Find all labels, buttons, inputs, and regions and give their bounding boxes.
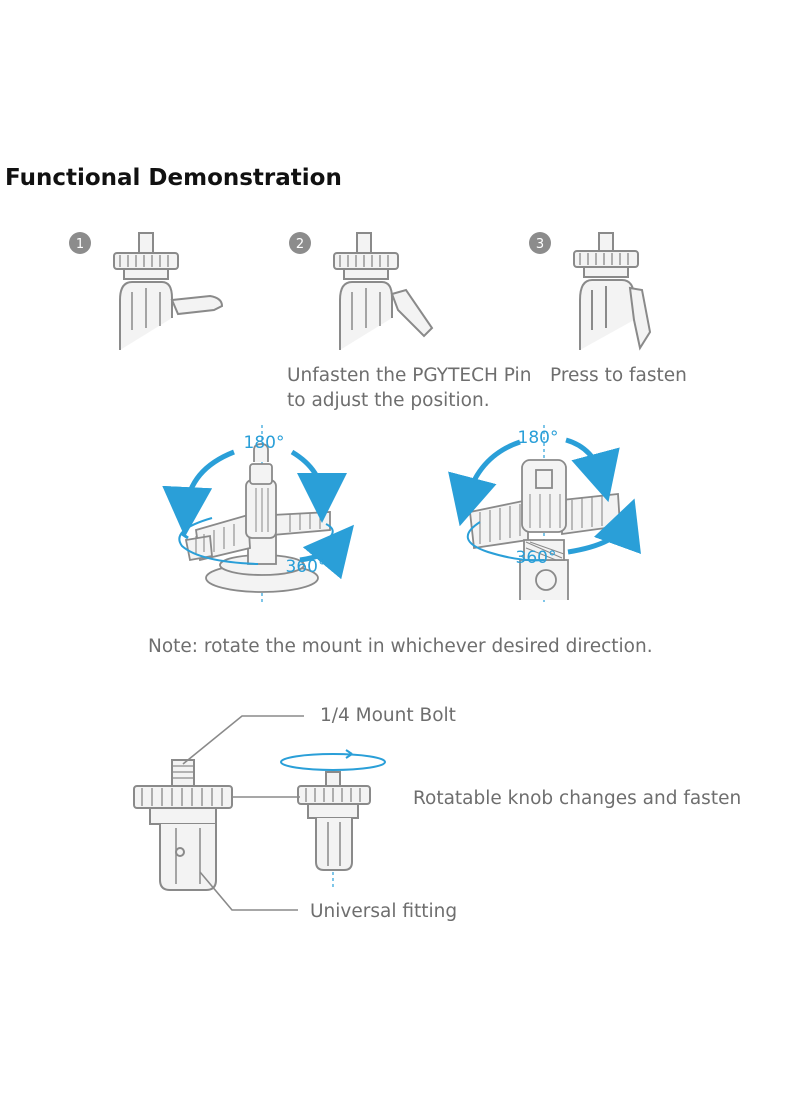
- left-angle-360-label: 360°: [286, 557, 327, 577]
- step2-mount-illustration: [333, 232, 434, 350]
- rotation-right-illustration: 180° 360°: [448, 425, 641, 605]
- step-number-3: 3: [536, 237, 544, 252]
- step3-caption: Press to fasten: [550, 363, 687, 388]
- step-badge-3: 3: [529, 232, 551, 254]
- step2-caption-line1: Unfasten the PGYTECH Pin: [287, 365, 532, 386]
- step1-mount-illustration: [113, 232, 224, 350]
- step-number-1: 1: [76, 237, 84, 252]
- label-rotatable-knob: Rotatable knob changes and fasten: [413, 788, 742, 809]
- step2-caption-line2: to adjust the position.: [287, 390, 490, 411]
- step2-caption: Unfasten the PGYTECH Pin to adjust the p…: [287, 363, 531, 413]
- step-badge-2: 2: [289, 232, 311, 254]
- page-title: Functional Demonstration: [5, 165, 342, 191]
- mount-bolt-large-illustration: [133, 759, 233, 891]
- step3-caption-line1: Press to fasten: [550, 365, 687, 386]
- rotation-note: Note: rotate the mount in whichever desi…: [148, 636, 653, 657]
- step-badge-1: 1: [69, 232, 91, 254]
- right-angle-180-label: 180°: [518, 428, 559, 448]
- rotation-left-illustration: 180° 360°: [162, 425, 355, 605]
- step3-mount-illustration: [573, 232, 652, 351]
- leader-bolt: [182, 715, 304, 765]
- label-universal-fitting: Universal fitting: [310, 901, 458, 922]
- right-angle-360-label: 360°: [516, 548, 557, 568]
- leader-fitting: [199, 871, 298, 911]
- left-angle-180-label: 180°: [244, 433, 285, 453]
- label-mount-bolt: 1/4 Mount Bolt: [320, 705, 456, 726]
- leader-lines: [182, 715, 304, 911]
- step-number-2: 2: [296, 237, 304, 252]
- mount-small-illustration: [280, 749, 386, 890]
